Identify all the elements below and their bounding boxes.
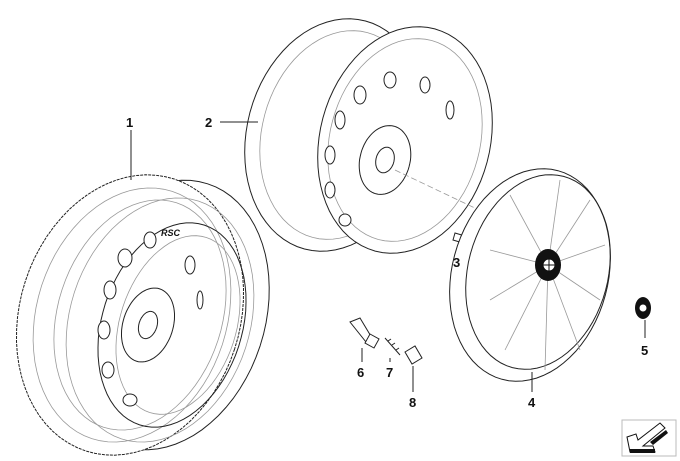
- wheel-cover[interactable]: [449, 168, 611, 382]
- part-label-3[interactable]: 3: [453, 255, 460, 270]
- part-label-8[interactable]: 8: [409, 395, 416, 410]
- part-label-5[interactable]: 5: [641, 343, 648, 358]
- emblem[interactable]: [635, 297, 651, 319]
- steel-rim[interactable]: [244, 18, 493, 254]
- part-label-7[interactable]: 7: [386, 365, 393, 380]
- arrow-back-icon[interactable]: [621, 419, 677, 457]
- part-label-6[interactable]: 6: [357, 365, 364, 380]
- tire-marking: RSC: [161, 228, 181, 238]
- tire-wheel-assembly[interactable]: RSC: [15, 174, 270, 456]
- valve-cap[interactable]: [404, 345, 423, 365]
- part-label-1[interactable]: 1: [126, 115, 133, 130]
- valve-insert[interactable]: [384, 337, 401, 356]
- part-label-4[interactable]: 4: [528, 395, 536, 410]
- part-label-2[interactable]: 2: [205, 115, 212, 130]
- valve[interactable]: [349, 317, 380, 349]
